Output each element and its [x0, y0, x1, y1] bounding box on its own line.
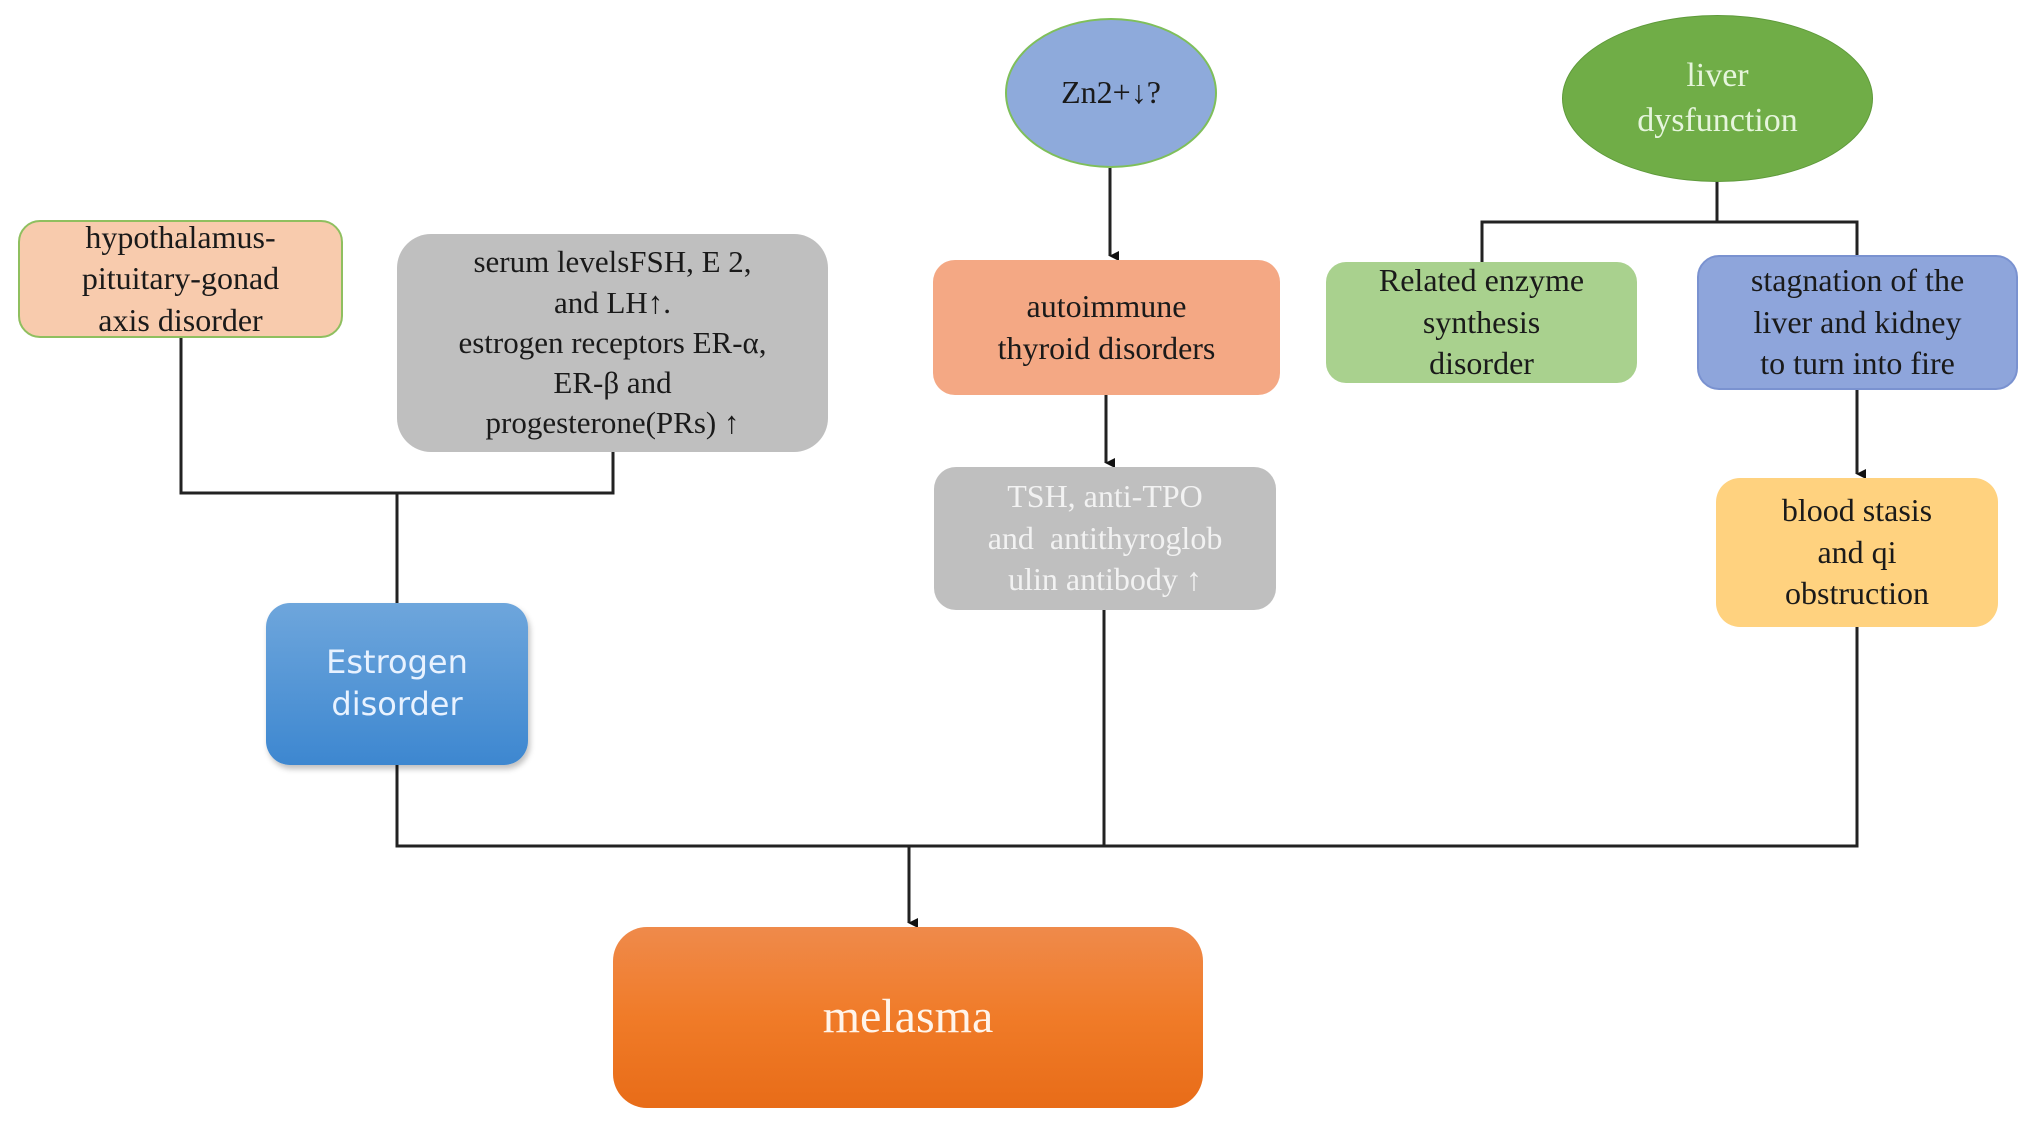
node-label: stagnation of the liver and kidney to tu… [1751, 260, 1964, 385]
label-line: Estrogen [326, 643, 468, 682]
label-line: axis disorder [98, 301, 263, 338]
node-zinc: Zn2+↓? [1005, 18, 1217, 168]
node-estrogen-disorder: Estrogen disorder [266, 603, 528, 765]
label-line: liver [1686, 57, 1749, 95]
node-label: autoimmune thyroid disorders [998, 286, 1216, 369]
edge-liver-bus [1480, 182, 1859, 262]
node-label: TSH, anti-TPO and antithyroglob ulin ant… [988, 476, 1223, 601]
node-liver-dysfunction: liver dysfunction [1562, 15, 1873, 182]
label-line: progesterone(PRs) ↑ [485, 405, 740, 441]
label-line: thyroid disorders [997, 329, 1216, 366]
node-melasma: melasma [613, 927, 1203, 1108]
label-line: hypothalamus- [85, 218, 276, 255]
node-label: Related enzyme synthesis disorder [1379, 260, 1584, 385]
edge-serum-estrogen [397, 452, 615, 495]
label-line: liver and kidney [1753, 303, 1962, 340]
label-line: dysfunction [1637, 101, 1798, 139]
node-blood-stasis: blood stasis and qi obstruction [1716, 478, 1998, 627]
node-label: liver dysfunction [1637, 54, 1798, 142]
edge-hypothalamus-estrogen [179, 338, 397, 495]
label-line: Zn2+↓? [1061, 74, 1161, 111]
label-line: autoimmune [1026, 287, 1187, 324]
label-line: blood stasis [1781, 492, 1933, 529]
node-thyroid-antibodies: TSH, anti-TPO and antithyroglob ulin ant… [934, 467, 1276, 610]
label-line: melasma [822, 990, 994, 1044]
node-stagnation: stagnation of the liver and kidney to tu… [1697, 255, 2018, 390]
node-label: blood stasis and qi obstruction [1782, 490, 1932, 615]
node-enzyme-synthesis: Related enzyme synthesis disorder [1326, 262, 1637, 383]
label-line: and qi [1817, 533, 1897, 570]
label-line: disorder [1429, 345, 1534, 382]
node-label: serum levelsFSH, E 2, and LH↑. estrogen … [458, 242, 766, 443]
label-line: and LH↑. [553, 284, 672, 320]
label-line: TSH, anti-TPO [1007, 478, 1203, 515]
label-line: obstruction [1785, 575, 1929, 612]
label-line: synthesis [1422, 303, 1541, 340]
node-autoimmune-thyroid: autoimmune thyroid disorders [933, 260, 1280, 395]
node-serum-levels: serum levelsFSH, E 2, and LH↑. estrogen … [397, 234, 828, 452]
node-label: Estrogen disorder [326, 642, 468, 725]
label-line: pituitary-gonad [81, 260, 280, 297]
label-line: ulin antibody ↑ [1008, 561, 1202, 598]
label-line: estrogen receptors ER-α, [458, 324, 767, 360]
label-line: serum levelsFSH, E 2, [473, 244, 752, 280]
label-line: disorder [331, 685, 463, 723]
node-hypothalamus-pituitary-gonad: hypothalamus- pituitary-gonad axis disor… [18, 219, 343, 338]
node-label: hypothalamus- pituitary-gonad axis disor… [82, 217, 279, 342]
label-line: ER-β and [553, 365, 672, 401]
label-line: and antithyroglob [987, 519, 1223, 556]
label-line: stagnation of the [1750, 262, 1965, 299]
label-line: Related enzyme [1378, 262, 1585, 299]
edge-estrogen-bus [395, 627, 1859, 848]
label-line: to turn into fire [1760, 345, 1955, 382]
